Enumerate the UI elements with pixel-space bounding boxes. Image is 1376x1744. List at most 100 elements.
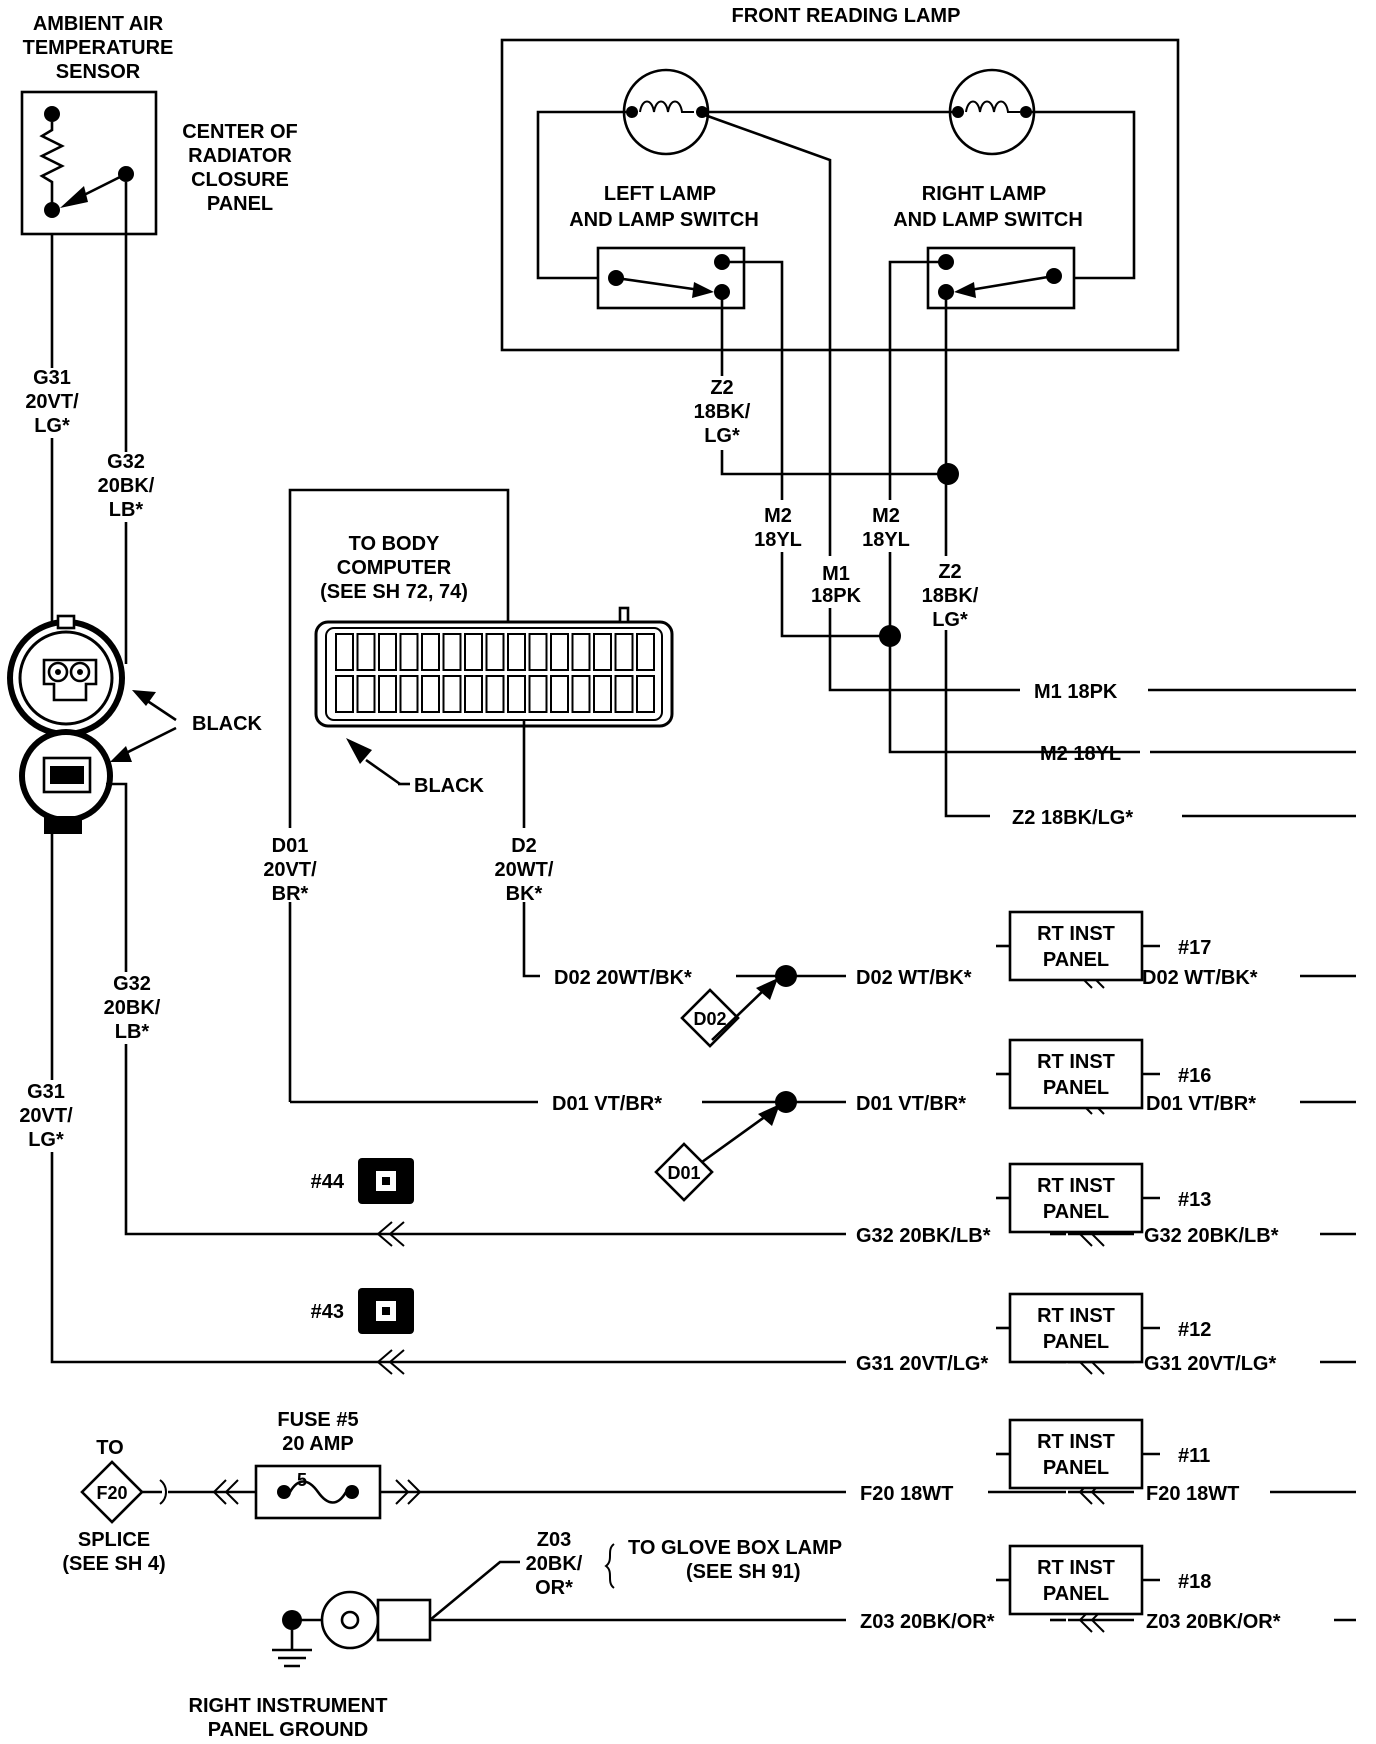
fuse-number: 5 <box>297 1470 307 1490</box>
z2-left-3: LG* <box>704 425 740 447</box>
ground-terminal: RIGHT INSTRUMENT PANEL GROUND <box>189 1590 432 1741</box>
ambient-air-sensor: AMBIENT AIR TEMPERATURE SENSOR CENTER OF… <box>20 13 298 236</box>
connector-cavity <box>614 675 634 713</box>
wire-g32-lower <box>106 782 846 1236</box>
connector-cavity <box>421 675 440 713</box>
row16-right: D01 VT/BR* <box>1146 1093 1256 1115</box>
z03-3: OR* <box>535 1577 573 1599</box>
panel-label-1: RT INST <box>1037 1051 1115 1073</box>
panel-label-2: PANEL <box>1043 949 1109 971</box>
row16-mid: D01 VT/BR* <box>856 1093 966 1115</box>
wire-m1 <box>828 590 1020 692</box>
panel-label-2: PANEL <box>1043 1077 1109 1099</box>
label-bg <box>12 1080 92 1152</box>
line-m1: M1 18PK <box>1034 681 1118 703</box>
z2-right-2: 18BK/ <box>922 585 979 607</box>
z2-left-1: Z2 <box>710 377 733 399</box>
connector-cavity <box>356 633 376 671</box>
sensor-title-1: AMBIENT AIR <box>33 13 164 35</box>
connector-cavity <box>442 633 462 671</box>
connector-cavity <box>335 633 354 671</box>
c43-label: #43 <box>311 1301 344 1323</box>
connector-cavity <box>356 675 376 713</box>
right-lamp-label-1: RIGHT LAMP <box>922 183 1046 205</box>
splice-d02 <box>775 965 797 987</box>
panel-label-1: RT INST <box>1037 1431 1115 1453</box>
label-bg <box>92 452 160 522</box>
panel-pin-number: #12 <box>1178 1319 1211 1341</box>
c44-label: #44 <box>311 1171 345 1193</box>
g32-mid-3: LB* <box>115 1021 150 1043</box>
inline-connector <box>212 1479 239 1505</box>
black-label-bc: BLACK <box>414 775 485 797</box>
black-arrow-2 <box>110 746 132 762</box>
connector-cavity <box>593 675 612 713</box>
connector-black-upper <box>7 614 125 737</box>
row18-right: Z03 20BK/OR* <box>1146 1611 1281 1633</box>
row13-mid: G32 20BK/LB* <box>856 1225 991 1247</box>
splice-d01 <box>775 1091 797 1113</box>
g32-mid-2: 20BK/ <box>104 997 161 1019</box>
row17-mid: D02 WT/BK* <box>856 967 972 989</box>
row11-mid: F20 18WT <box>860 1483 953 1505</box>
z03-2: 20BK/ <box>526 1553 583 1575</box>
connector-cavity <box>528 633 548 671</box>
g32-top-1: G32 <box>107 451 145 473</box>
row12-mid: G31 20VT/LG* <box>856 1353 988 1375</box>
z03-leader <box>429 1560 520 1622</box>
rt-inst-panel: RT INST PANEL #11 <box>996 1418 1210 1490</box>
f20-label: F20 <box>96 1483 127 1503</box>
connector-cavity <box>464 633 483 671</box>
inline-connector <box>395 1479 422 1505</box>
connector-cavity <box>528 675 548 713</box>
panel-pin-number: #16 <box>1178 1065 1211 1087</box>
black-arrow-bc <box>346 738 372 764</box>
g32-top-3: LB* <box>109 499 144 521</box>
sensor-wiper-arrow <box>60 186 88 208</box>
z2-left-2: 18BK/ <box>694 401 751 423</box>
black-pointer-2 <box>123 726 177 756</box>
bc-label-3: (SEE SH 72, 74) <box>320 581 468 603</box>
m2-right-1: M2 <box>872 505 900 527</box>
g31-mid-3: LG* <box>28 1129 64 1151</box>
black-arrow-1 <box>132 690 156 706</box>
z03-1: Z03 <box>537 1529 571 1551</box>
z2-right-3: LG* <box>932 609 968 631</box>
connector-cavity <box>335 675 354 713</box>
inline-connector <box>376 1221 405 1247</box>
connector-cavity <box>614 633 634 671</box>
connector-cavity <box>550 633 569 671</box>
connector-cavity <box>593 633 612 671</box>
f20-caption-1: SPLICE <box>78 1529 150 1551</box>
brace <box>604 1543 615 1589</box>
wire-m2-left <box>722 260 890 638</box>
splice-d02-label: D02 <box>693 1009 726 1029</box>
row17-right: D02 WT/BK* <box>1142 967 1258 989</box>
wire-z2-right <box>944 292 990 818</box>
sensor-location-2: RADIATOR <box>188 145 292 167</box>
connector-cavity <box>485 675 505 713</box>
left-lamp-label-1: LEFT LAMP <box>604 183 716 205</box>
m2-left-1: M2 <box>764 505 792 527</box>
fuse-title-1: FUSE #5 <box>277 1409 358 1431</box>
connector-cavity <box>507 675 526 713</box>
d01-2: 20VT/ <box>263 859 317 881</box>
connector-c44 <box>358 1158 414 1204</box>
splice-d02-marker: D02 <box>680 978 778 1048</box>
d2-2: 20WT/ <box>495 859 554 881</box>
line-z2: Z2 18BK/LG* <box>1012 807 1133 829</box>
m2-right-2: 18YL <box>862 529 910 551</box>
d01-1: D01 <box>272 835 309 857</box>
z2-right-1: Z2 <box>938 561 961 583</box>
sensor-terminal-top <box>44 106 60 122</box>
lamp-title: FRONT READING LAMP <box>732 5 961 27</box>
panel-pin-number: #11 <box>1178 1445 1210 1467</box>
panel-label-2: PANEL <box>1043 1331 1109 1353</box>
wire-z2-left <box>720 292 948 476</box>
panel-label-2: PANEL <box>1043 1457 1109 1479</box>
connector-cavity <box>378 633 397 671</box>
connector-cavity <box>636 633 655 671</box>
